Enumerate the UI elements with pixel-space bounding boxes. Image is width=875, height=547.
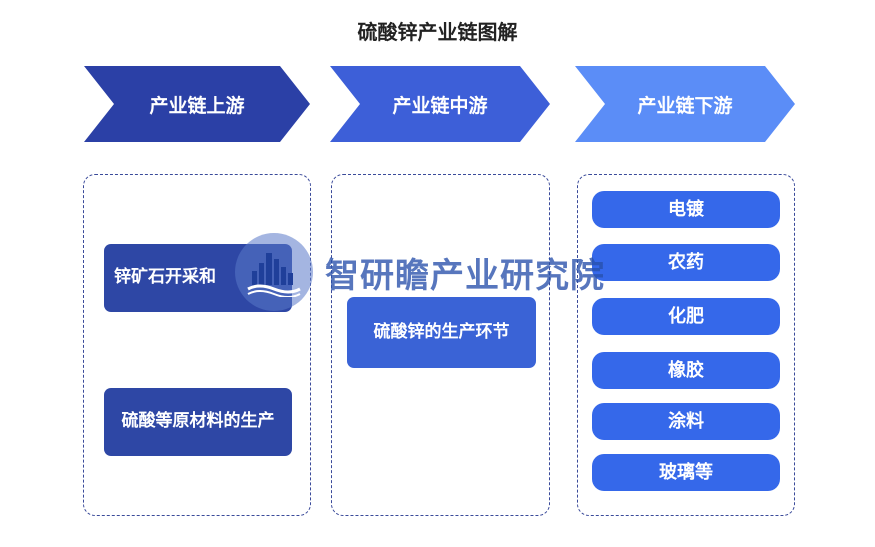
midstream-item-label: 硫酸锌的生产环节 — [373, 321, 510, 342]
upstream-item-label: 硫酸等原材料的生产 — [121, 411, 275, 432]
chevron-shape — [84, 66, 310, 142]
watermark-text: 智研瞻产业研究院 — [325, 255, 605, 296]
stage-upstream-label: 产业链上游 — [149, 94, 245, 117]
downstream-item-rubber: 橡胶 — [592, 352, 780, 389]
downstream-item-electroplating: 电镀 — [592, 191, 780, 228]
chevron-shape — [575, 66, 795, 142]
downstream-item-pesticide: 农药 — [592, 244, 780, 281]
page-title: 硫酸锌产业链图解 — [357, 20, 518, 44]
downstream-item-fertilizer: 化肥 — [592, 298, 780, 335]
upstream-panel — [83, 174, 311, 516]
downstream-item-coating: 涂料 — [592, 403, 780, 440]
stage-midstream-label: 产业链中游 — [392, 94, 488, 117]
downstream-item-label: 玻璃等 — [659, 461, 713, 483]
watermark: 智研瞻产业研究院 — [235, 232, 605, 312]
chevron-shape — [330, 66, 550, 142]
stage-upstream-arrow: 产业链上游 — [84, 66, 310, 142]
stage-midstream-arrow: 产业链中游 — [330, 66, 550, 142]
city-skyline-icon — [235, 233, 313, 311]
downstream-item-label: 电镀 — [668, 198, 704, 220]
stage-downstream-label: 产业链下游 — [637, 94, 733, 117]
downstream-item-label: 涂料 — [668, 410, 704, 432]
downstream-panel — [577, 174, 795, 516]
midstream-panel — [331, 174, 550, 516]
upstream-item-label: 锌矿石开采和 — [114, 267, 216, 288]
upstream-item-raw-materials: 硫酸等原材料的生产 — [104, 388, 292, 456]
downstream-item-label: 农药 — [668, 251, 704, 273]
downstream-item-label: 化肥 — [668, 305, 704, 327]
downstream-item-label: 橡胶 — [668, 359, 704, 381]
midstream-item-production: 硫酸锌的生产环节 — [347, 297, 536, 368]
downstream-item-glass: 玻璃等 — [592, 454, 780, 491]
stage-downstream-arrow: 产业链下游 — [575, 66, 795, 142]
